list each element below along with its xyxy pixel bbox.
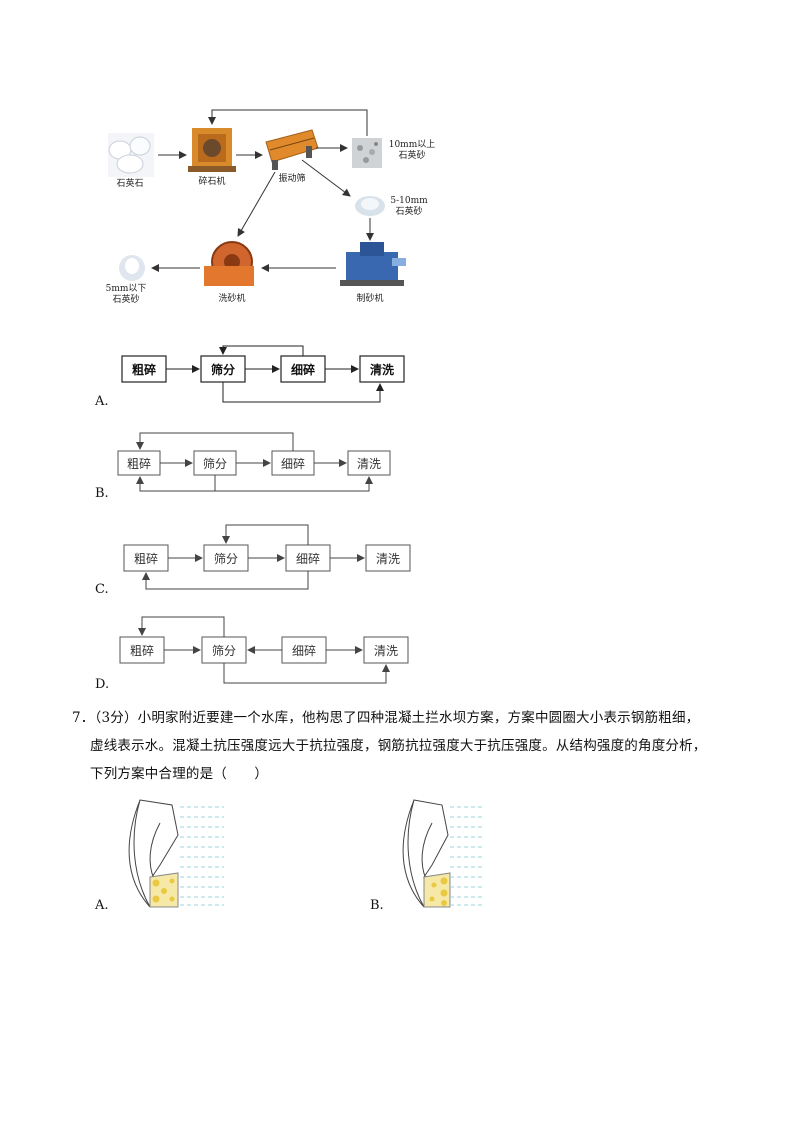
sand-under-5mm-image — [119, 255, 145, 281]
option-b-letter[interactable]: B. — [95, 486, 109, 501]
quartz-stone-label: 石英石 — [116, 179, 144, 189]
sand-washer-image — [204, 241, 254, 286]
sand-maker-label: 制砂机 — [356, 294, 384, 304]
option-b-flowchart — [117, 432, 391, 492]
option-7a-letter[interactable]: A. — [95, 898, 109, 913]
option-c-box-coarse: 粗碎 — [133, 551, 158, 566]
vibrating-screen-label: 振动筛 — [278, 174, 306, 184]
option-b-box-coarse: 粗碎 — [126, 456, 151, 471]
option-a-box-fine: 细碎 — [290, 362, 315, 377]
option-a-box-wash: 清洗 — [369, 362, 394, 377]
sand-maker-image — [340, 242, 406, 286]
sand-5-10mm-image — [355, 196, 385, 216]
option-a-box-coarse: 粗碎 — [131, 362, 156, 377]
option-c-box-wash: 清洗 — [375, 551, 400, 566]
question-7-line-3: 下列方案中合理的是（ ） — [90, 766, 269, 782]
question-7: 7．（3分）小明家附近要建一个水库，他构思了四种混凝土拦水坝方案，方案中圆圈大小… — [72, 704, 772, 788]
question-7-text-1: 小明家附近要建一个水库，他构思了四种混凝土拦水坝方案，方案中圆圈大小表示钢筋粗细… — [137, 710, 700, 726]
sand-over-10mm-name: 石英砂 — [398, 151, 426, 161]
question-7-score: （3分） — [94, 710, 138, 726]
sand-over-10mm-label: 10mm以上 石英砂 — [384, 140, 440, 162]
option-d-box-fine: 细碎 — [291, 643, 316, 658]
sand-washer-label: 洗砂机 — [218, 294, 246, 304]
option-b-box-wash: 清洗 — [356, 456, 381, 471]
option-d-box-wash: 清洗 — [373, 643, 398, 658]
process-flow-diagram — [108, 109, 406, 286]
option-b-box-fine: 细碎 — [280, 456, 305, 471]
sand-under-5mm-label: 5mm以下 石英砂 — [100, 284, 152, 306]
quartz-stone-image — [108, 133, 154, 177]
vibrating-screen-image — [265, 129, 319, 170]
sand-over-10mm-image — [352, 138, 382, 168]
question-7-number: 7． — [72, 710, 95, 726]
option-7b-dam-figure — [402, 799, 484, 908]
sand-5-10mm-size: 5-10mm — [390, 196, 428, 206]
option-b-box-screen: 筛分 — [202, 456, 227, 471]
option-a-box-screen: 筛分 — [210, 362, 235, 377]
option-c-letter[interactable]: C. — [95, 582, 109, 597]
option-a-letter[interactable]: A. — [95, 394, 109, 409]
option-c-box-fine: 细碎 — [295, 551, 320, 566]
question-7-line-1: 7．（3分）小明家附近要建一个水库，他构思了四种混凝土拦水坝方案，方案中圆圈大小… — [72, 704, 772, 732]
sand-under-5mm-size: 5mm以下 — [105, 284, 147, 294]
option-d-letter[interactable]: D. — [95, 677, 110, 692]
sand-5-10mm-label: 5-10mm 石英砂 — [384, 196, 434, 218]
sand-5-10mm-name: 石英砂 — [395, 207, 423, 217]
option-d-flowchart — [119, 616, 409, 684]
question-7-line-2: 虚线表示水。混凝土抗压强度远大于抗拉强度，钢筋抗拉强度大于抗压强度。从结构强度的… — [90, 738, 707, 754]
option-7a-dam-figure — [128, 799, 224, 908]
option-7b-letter[interactable]: B. — [370, 898, 384, 913]
sand-over-10mm-size: 10mm以上 — [388, 140, 436, 150]
option-d-box-coarse: 粗碎 — [129, 643, 154, 658]
option-c-flowchart — [123, 524, 411, 590]
sand-under-5mm-name: 石英砂 — [112, 295, 140, 305]
option-a-flowchart — [121, 345, 405, 403]
stone-crusher-image — [188, 128, 236, 172]
option-c-box-screen: 筛分 — [213, 551, 238, 566]
stone-crusher-label: 碎石机 — [198, 177, 226, 187]
option-d-box-screen: 筛分 — [211, 643, 236, 658]
